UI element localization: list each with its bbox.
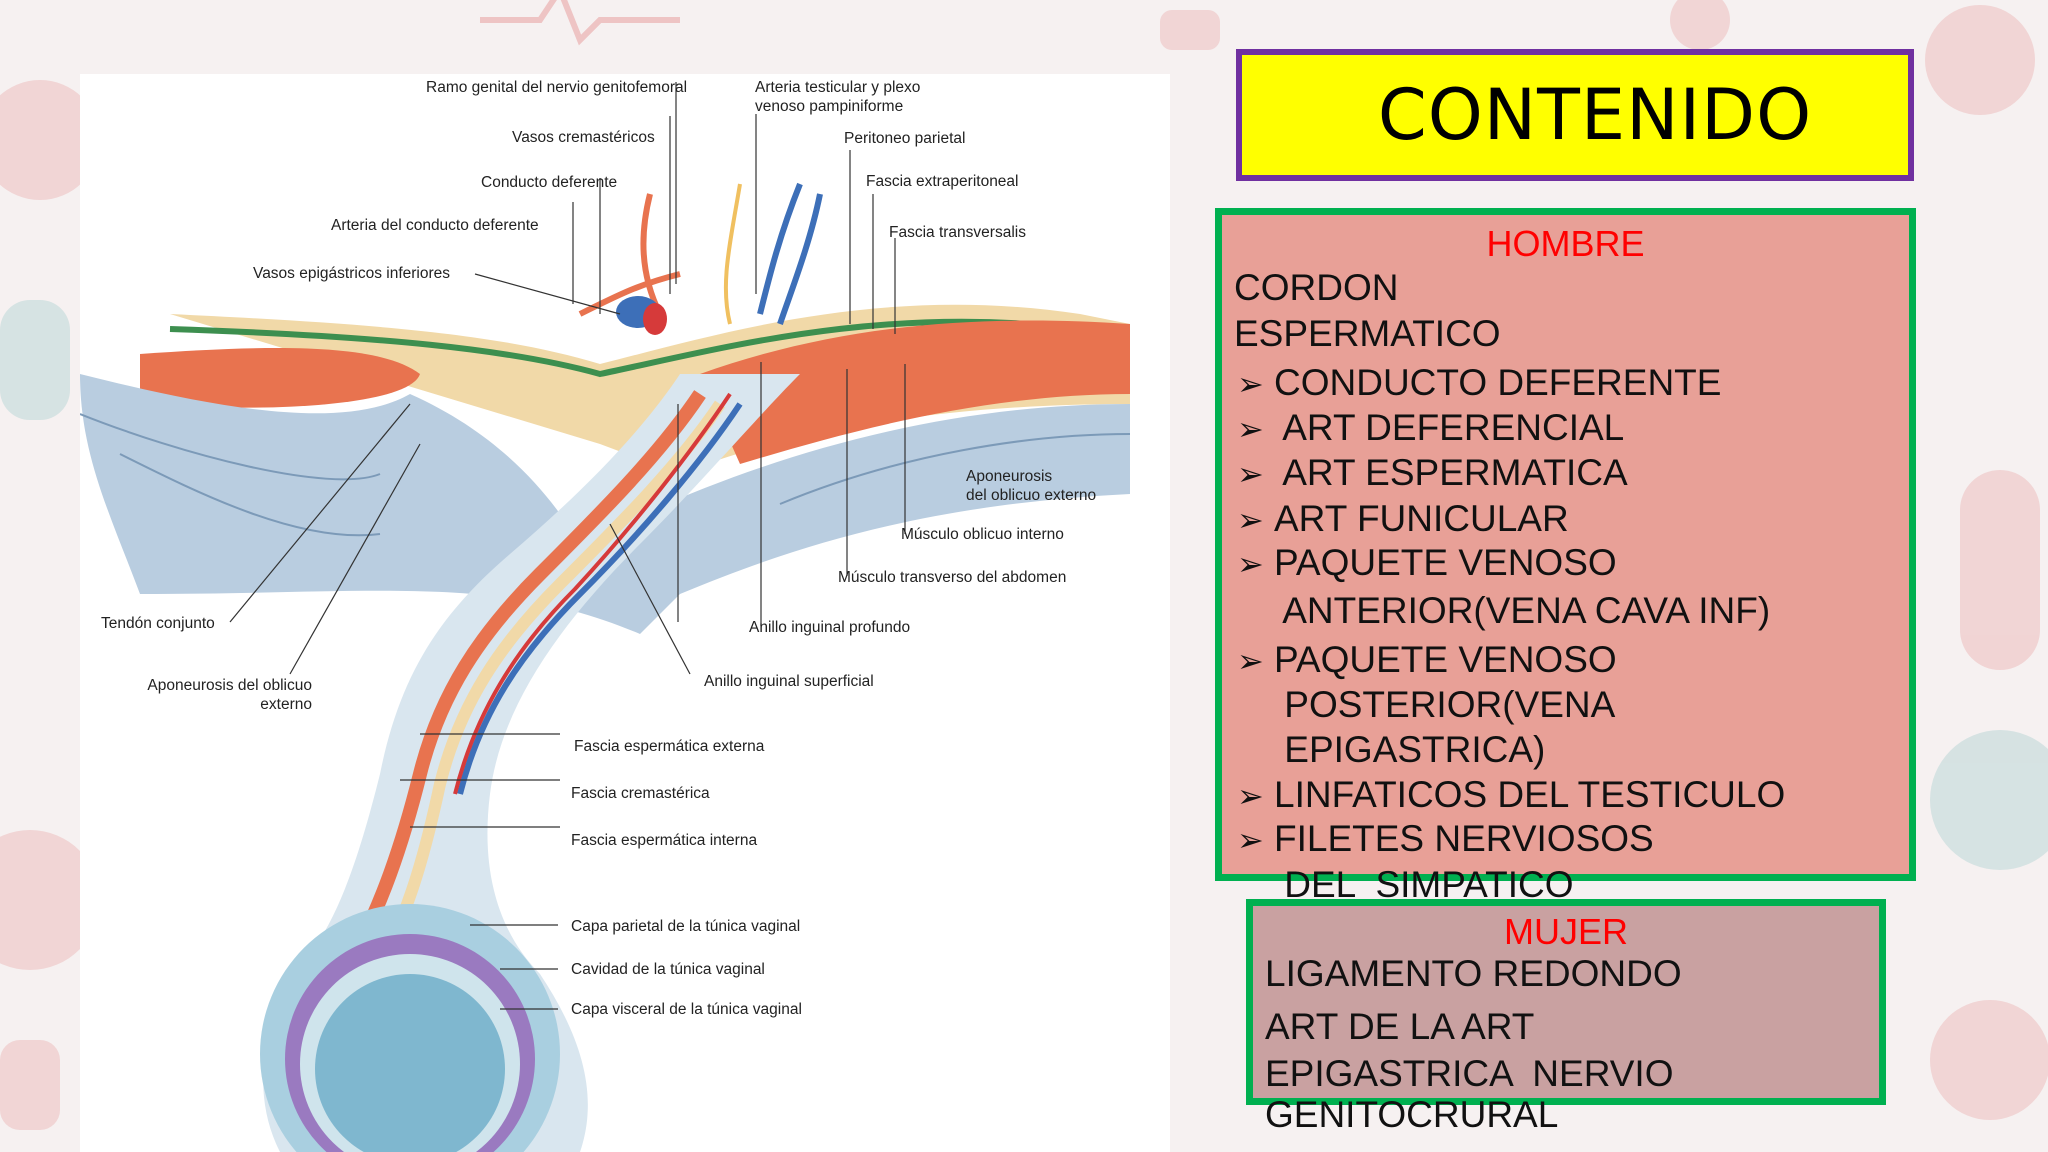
- label-anillo-inguinal-superficial: Anillo inguinal superficial: [704, 673, 874, 690]
- label-fascia-espermatica-externa: Fascia espermática externa: [574, 738, 765, 755]
- mujer-line-3: EPIGASTRICA NERVIO: [1265, 1053, 1674, 1094]
- hombre-item-art-deferencial: ART DEFERENCIAL: [1274, 407, 1625, 448]
- hombre-item-art-espermatica: ART ESPERMATICA: [1274, 452, 1628, 493]
- mujer-line-2: ART DE LA ART: [1265, 1006, 1535, 1047]
- label-fascia-extraperitoneal: Fascia extraperitoneal: [866, 173, 1019, 190]
- bullet-arrow-icon: ➢: [1237, 546, 1264, 582]
- hombre-item-filetes-1: FILETES NERVIOSOS: [1274, 818, 1654, 859]
- hombre-intro-line-1: CORDON: [1234, 267, 1399, 308]
- label-fascia-cremasterica: Fascia cremastérica: [571, 785, 710, 802]
- label-capa-visceral: Capa visceral de la túnica vaginal: [571, 1001, 802, 1018]
- label-cavidad-tunica: Cavidad de la túnica vaginal: [571, 961, 765, 978]
- label-aponeurosis-oblicuo-externo-left: Aponeurosis del oblicuo externo: [147, 677, 312, 713]
- title-box: CONTENIDO: [1236, 49, 1914, 181]
- bullet-arrow-icon: ➢: [1237, 778, 1264, 814]
- hombre-item-paquete-posterior-3: EPIGASTRICA): [1274, 729, 1546, 770]
- label-anillo-inguinal-profundo: Anillo inguinal profundo: [749, 619, 911, 636]
- hombre-item-conducto-deferente: CONDUCTO DEFERENTE: [1274, 362, 1722, 403]
- label-peritoneo-parietal: Peritoneo parietal: [844, 130, 966, 147]
- label-musculo-oblicuo-interno: Músculo oblicuo interno: [901, 526, 1064, 543]
- mujer-heading: MUJER: [1504, 911, 1628, 952]
- mujer-line-1: LIGAMENTO REDONDO: [1265, 953, 1682, 994]
- label-tendon-conjunto: Tendón conjunto: [101, 615, 215, 632]
- inguinal-anatomy-figure: Ramo genital del nervio genitofemoral Ar…: [80, 74, 1170, 1152]
- bullet-arrow-icon: ➢: [1237, 366, 1264, 402]
- bullet-arrow-icon: ➢: [1237, 822, 1264, 858]
- hombre-item-filetes-2: DEL SIMPATICO: [1274, 864, 1574, 905]
- bullet-arrow-icon: ➢: [1237, 643, 1264, 679]
- hombre-heading: HOMBRE: [1486, 223, 1645, 264]
- hombre-item-paquete-anterior-1: PAQUETE VENOSO: [1274, 542, 1617, 583]
- label-conducto-deferente: Conducto deferente: [481, 174, 618, 191]
- label-capa-parietal: Capa parietal de la túnica vaginal: [571, 918, 801, 935]
- label-vasos-epigastricos: Vasos epigástricos inferiores: [253, 265, 450, 282]
- label-vasos-cremastericos: Vasos cremastéricos: [512, 129, 655, 146]
- hombre-item-paquete-posterior-2: POSTERIOR(VENA: [1274, 684, 1616, 725]
- anatomy-illustration: [80, 82, 1131, 1152]
- mujer-box: MUJER LIGAMENTO REDONDO ART DE LA ART EP…: [1246, 899, 1886, 1105]
- hombre-intro-line-2: ESPERMATICO: [1234, 313, 1501, 354]
- label-aponeurosis-oblicuo-externo-right: Aponeurosis del oblicuo externo: [966, 468, 1097, 504]
- mujer-line-4: GENITOCRURAL: [1265, 1094, 1559, 1135]
- slide-title: CONTENIDO: [1377, 74, 1813, 156]
- hombre-item-art-funicular: ART FUNICULAR: [1274, 498, 1569, 539]
- label-ramo-genital: Ramo genital del nervio genitofemoral: [426, 79, 688, 96]
- hombre-item-paquete-anterior-2: ANTERIOR(VENA CAVA INF): [1274, 590, 1771, 631]
- hombre-item-paquete-posterior-1: PAQUETE VENOSO: [1274, 639, 1617, 680]
- bullet-arrow-icon: ➢: [1237, 502, 1264, 538]
- label-fascia-transversalis: Fascia transversalis: [889, 224, 1026, 241]
- bullet-arrow-icon: ➢: [1237, 411, 1264, 447]
- label-arteria-testicular: Arteria testicular y plexo venoso pampin…: [755, 79, 921, 115]
- label-arteria-conducto: Arteria del conducto deferente: [331, 217, 539, 234]
- hombre-box: HOMBRE CORDON ESPERMATICO ➢ CONDUCTO DEF…: [1215, 208, 1916, 905]
- label-fascia-espermatica-interna: Fascia espermática interna: [571, 832, 758, 849]
- label-musculo-transverso: Músculo transverso del abdomen: [838, 569, 1067, 586]
- hombre-item-linfaticos: LINFATICOS DEL TESTICULO: [1274, 774, 1786, 815]
- bullet-arrow-icon: ➢: [1237, 456, 1264, 492]
